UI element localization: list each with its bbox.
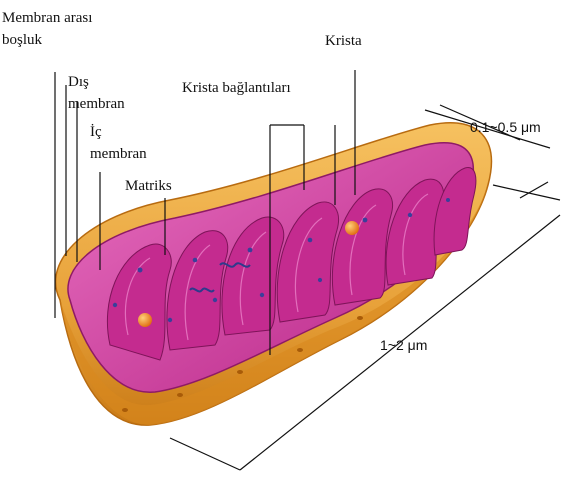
width-dimension-label: 0.1~0.5 μm: [470, 119, 541, 135]
matrix-label: Matriks: [125, 178, 172, 194]
intermembrane-space-label-line2: boşluk: [2, 32, 43, 48]
inner-membrane-label-line2: membran: [90, 146, 147, 162]
outer-membrane-label-line2: membran: [68, 96, 125, 112]
length-dimension-label: 1~2 μm: [380, 337, 427, 353]
inner-membrane-label-line1: İç: [90, 124, 102, 140]
crista-junctions-label: Krista bağlantıları: [182, 80, 291, 96]
crista-label: Krista: [325, 33, 362, 49]
outer-membrane-label-line1: Dış: [68, 74, 89, 90]
intermembrane-space-label-line1: Membran arası: [2, 10, 92, 26]
